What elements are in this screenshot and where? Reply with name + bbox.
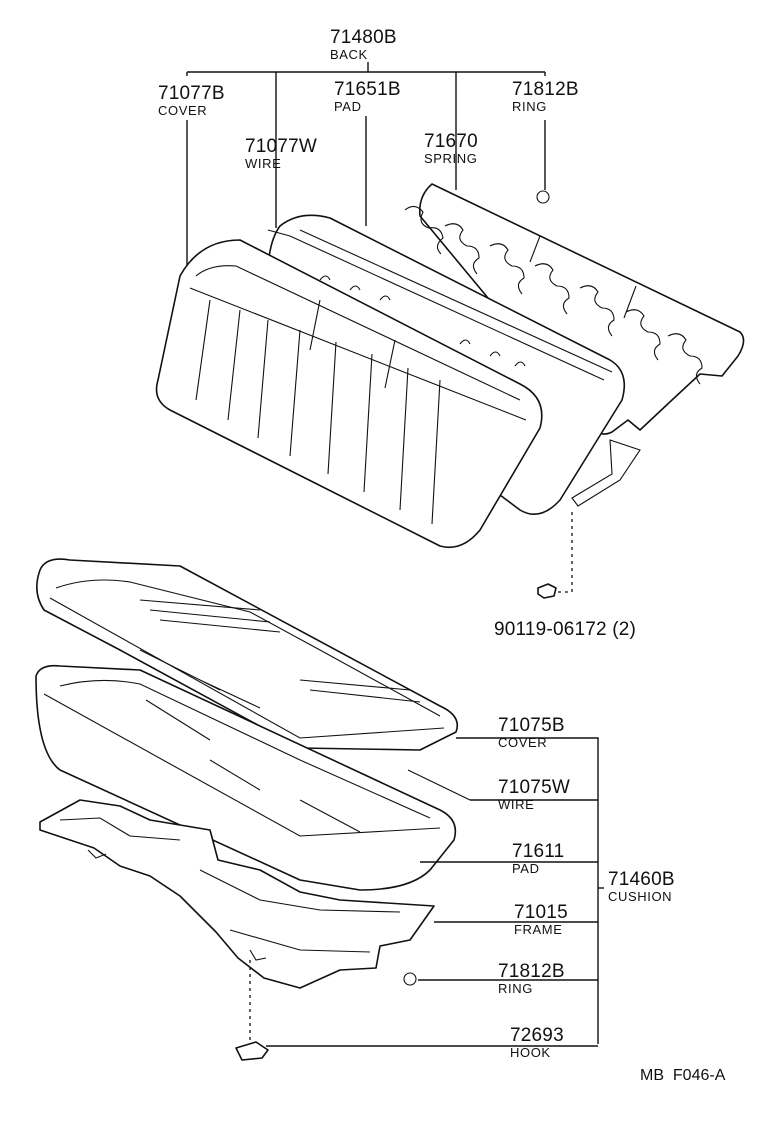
back-ring [536,190,550,204]
part-name: PAD [512,861,540,876]
part-number: 71077B [158,83,225,104]
part-name: WIRE [245,156,282,171]
back-cover-label: 71077B COVER [158,84,225,117]
part-number: 71480B [330,27,397,48]
part-name: RING [512,99,547,114]
cushion-frame [39,799,435,989]
part-name: PAD [334,99,362,114]
part-number: 71651B [334,79,401,100]
part-number: 71670 [424,131,478,152]
cushion-leader-lines [266,737,604,1047]
bolt-label: 90119-06172 (2) [494,619,637,640]
back-spring-label: 71670 SPRING [424,132,478,165]
cushion-ring [403,972,417,986]
part-number: 71077W [245,136,317,157]
part-name: SPRING [424,151,478,166]
back-spring-frame [404,183,745,507]
back-assembly-label: 71480B BACK [330,28,397,61]
drawing-code: MB F046-A [640,1067,726,1084]
back-leader-lines [186,62,546,268]
cushion-hook-label: 72693 HOOK [510,1026,564,1059]
cushion-wire [407,769,471,801]
back-ring-label: 71812B RING [512,80,579,113]
cushion-cover [36,558,459,751]
part-name: COVER [158,103,208,118]
part-number: 71812B [498,961,565,982]
part-name: COVER [498,735,548,750]
part-number: 71015 [514,902,568,923]
part-number: 71611 [512,841,565,862]
part-name: CUSHION [608,889,673,904]
back-wire-label: 71077W WIRE [245,137,317,170]
cushion-pad [35,664,457,891]
part-name: BACK [330,47,368,62]
cushion-wire-label: 71075W WIRE [498,778,570,811]
cushion-frame-label: 71015 FRAME [514,903,568,936]
part-number: 71075W [498,777,570,798]
part-number: 71460B [608,869,675,890]
part-name: WIRE [498,797,535,812]
cushion-ring-label: 71812B RING [498,962,565,995]
part-name: RING [498,981,533,996]
part-number: 72693 [510,1025,564,1046]
back-pad-label: 71651B PAD [334,80,401,113]
back-bolt [537,512,573,599]
cushion-pad-label: 71611 PAD [512,842,564,875]
part-number: 71075B [498,715,565,736]
part-name: HOOK [510,1045,551,1060]
cushion-cover-label: 71075B COVER [498,716,565,749]
cushion-assembly-label: 71460B CUSHION [608,870,675,903]
cushion-hook [235,960,269,1061]
part-number: 71812B [512,79,579,100]
back-cover [155,239,543,549]
part-name: FRAME [514,922,563,937]
